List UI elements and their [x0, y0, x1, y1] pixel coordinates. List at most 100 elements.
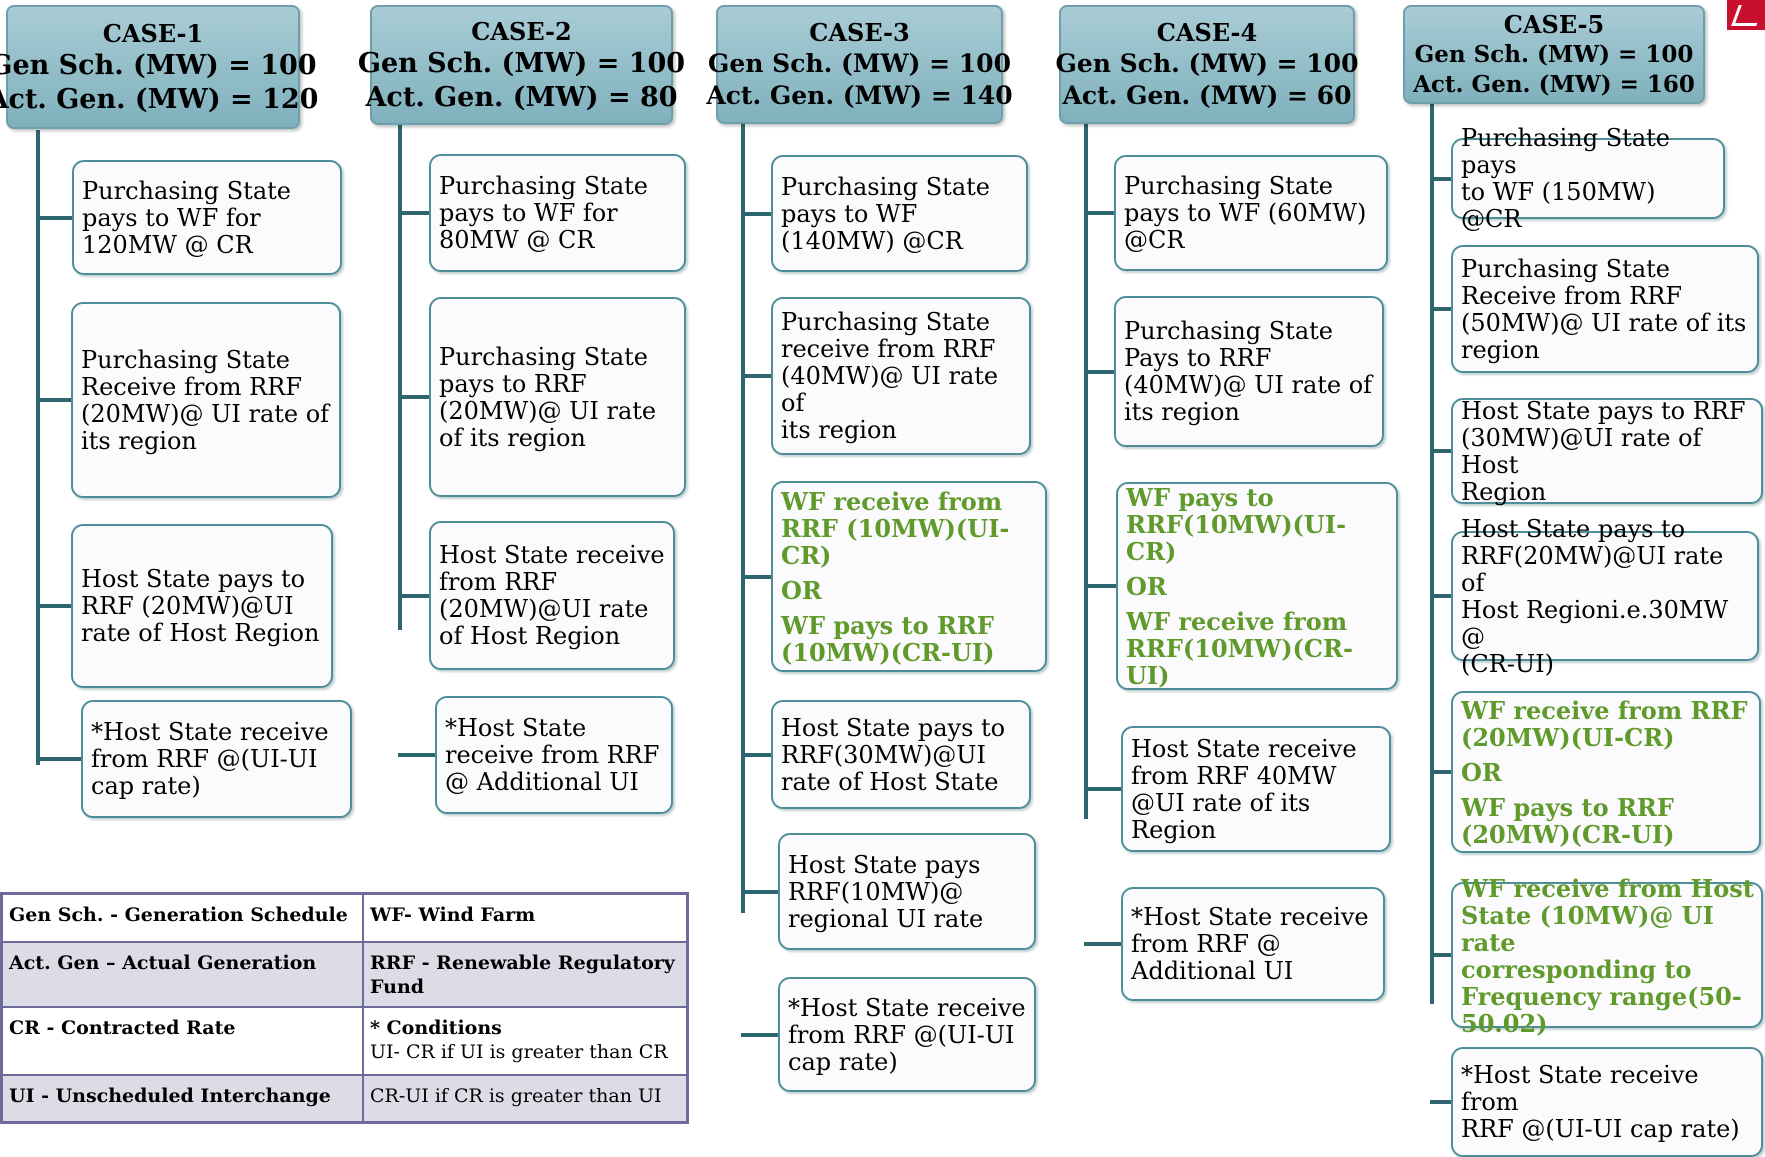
- case-3-connector: [741, 575, 771, 579]
- box-text-line: Purchasing State: [1124, 317, 1333, 345]
- case-4-connector: [1084, 787, 1121, 791]
- legend-term: Act. Gen – Actual Generation: [0, 940, 364, 1008]
- box-text-line: WF receive from: [781, 487, 1003, 516]
- box-text-line: (20MW)(CR-UI): [1461, 820, 1675, 849]
- box-text-line: RRF (10MW)(UI-CR): [781, 514, 1010, 570]
- case-3-connector: [741, 212, 771, 216]
- case-1-connector: [36, 216, 72, 220]
- box-text-line: pays to WF (60MW): [1124, 199, 1367, 227]
- legend-row: UI - Unscheduled Interchange CR-UI if CR …: [0, 1074, 689, 1124]
- box-text-line: from RRF 40MW: [1131, 761, 1337, 790]
- box-text-line: region: [1461, 335, 1540, 364]
- box-text-line: (30MW)@UI rate of Host: [1461, 423, 1702, 479]
- legend-term: UI - Unscheduled Interchange: [0, 1074, 364, 1124]
- legend-table: Gen Sch. - Generation Schedule WF- Wind F…: [0, 892, 689, 1124]
- case-2-connector: [398, 753, 435, 757]
- case-title: CASE-4: [1156, 18, 1258, 47]
- box-text-line: Host Regioni.e.30MW @: [1461, 595, 1729, 651]
- case-1-connector: [36, 604, 71, 608]
- box-text-line: from RRF @: [1131, 930, 1281, 958]
- case-1-connector: [36, 398, 71, 402]
- case-5-connector: [1430, 1100, 1451, 1104]
- legend-text: * Conditions: [370, 1016, 502, 1039]
- gen-schedule: Gen Sch. (MW) = 100: [708, 49, 1011, 78]
- legend-term: Gen Sch. - Generation Schedule: [0, 892, 364, 943]
- actual-generation: Act. Gen. (MW) = 60: [1062, 81, 1352, 110]
- case-title: CASE-1: [102, 18, 204, 48]
- box-text-line: Host State pays to RRF: [1461, 396, 1746, 425]
- box-text-line: Region: [1131, 815, 1217, 844]
- legend-text: WF- Wind Farm: [370, 904, 536, 926]
- box-text-line: 50.02): [1461, 1008, 1548, 1038]
- box-text-line: *Host State receive: [1131, 903, 1369, 931]
- case-5-connector: [1430, 307, 1451, 311]
- box-text-line: WF receive from RRF: [1461, 696, 1748, 725]
- box-text-line: WF receive from: [1126, 607, 1348, 636]
- box-text-line: WF receive from Host: [1461, 873, 1754, 903]
- box-text-line: Region: [1461, 477, 1547, 506]
- case-4-connector: [1084, 211, 1114, 215]
- case-3-connector: [741, 890, 778, 894]
- actual-generation: Act. Gen. (MW) = 140: [706, 81, 1013, 110]
- box-text-line: (20MW)@UI rate: [439, 595, 649, 623]
- legend-row: Gen Sch. - Generation Schedule WF- Wind F…: [0, 892, 689, 943]
- case-5-connector: [1430, 594, 1451, 598]
- box-text-line: (20MW)(UI-CR): [1461, 723, 1675, 752]
- box-text-line: State (10MW)@ UI rate: [1461, 900, 1714, 957]
- case-2-connector: [398, 395, 429, 399]
- box-text-line: rate of Host State: [781, 767, 999, 796]
- box-text-line: OR: [1461, 758, 1502, 787]
- box-text-line: RRF (20MW)@UI: [81, 592, 294, 620]
- box-text-line: 120MW @ CR: [82, 230, 253, 259]
- box-text-line: its region: [81, 426, 197, 455]
- box-text-line: RRF(30MW)@UI: [781, 740, 987, 769]
- case-3-connector: [741, 374, 771, 378]
- case-3-trunk-line: [741, 124, 745, 913]
- case-4-connector: [1084, 942, 1121, 946]
- box-text-line: WF pays to RRF: [781, 611, 994, 640]
- box-text-line: Frequency range(50-: [1461, 981, 1742, 1011]
- actual-generation: Act. Gen. (MW) = 160: [1413, 71, 1695, 98]
- box-text-line: Host State receive: [1131, 734, 1357, 763]
- box-text-line: from RRF @(UI-UI: [91, 745, 318, 773]
- box-text-line: Host State pays to: [781, 713, 1006, 742]
- box-text-line: pays to WF for: [82, 203, 261, 232]
- legend-text: CR-UI if CR is greater than UI: [370, 1085, 662, 1108]
- case-1-trunk-line: [36, 130, 40, 765]
- box-text-line: *Host State: [445, 714, 587, 742]
- box-text-line: Purchasing State: [781, 172, 990, 201]
- case-2-trunk-line: [398, 125, 402, 630]
- case-5-connector: [1430, 449, 1451, 453]
- box-text-line: @CR: [1124, 226, 1185, 254]
- box-text-line: from RRF: [439, 568, 557, 596]
- box-text-line: (CR-UI): [1461, 649, 1554, 678]
- case-4-trunk-line: [1084, 124, 1088, 819]
- box-text-line: Purchasing State pays: [1461, 124, 1670, 179]
- box-text-line: (10MW)(CR-UI): [781, 638, 995, 667]
- settlement-box: Host State pays to RRF(30MW)@UI rate of …: [1451, 396, 1763, 506]
- box-text-line: RRF(10MW)(UI-CR): [1126, 510, 1347, 566]
- case-5-connector: [1430, 177, 1451, 181]
- gen-schedule: Gen Sch. (MW) = 100: [1055, 49, 1359, 78]
- box-text-line: Additional UI: [1131, 957, 1294, 985]
- case-4-connector: [1084, 584, 1116, 588]
